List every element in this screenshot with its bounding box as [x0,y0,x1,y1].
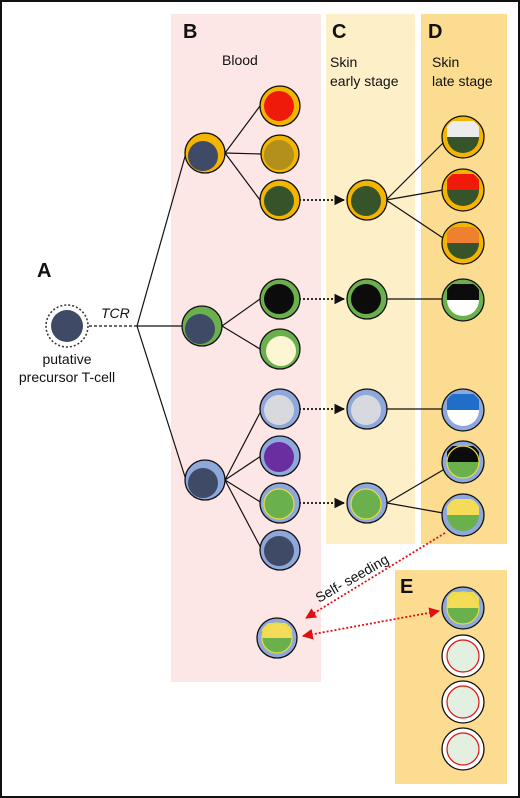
blood-cell-gray-nucleus [259,388,301,430]
blood-orange-parent-cell [184,132,226,174]
skin-early-title-1: Skin [330,54,357,70]
skin-late-cell-yellow-green [441,493,485,537]
skin-early-cell-gray [346,388,388,430]
blood-green-parent-cell [181,305,223,347]
lineage-branches [136,105,444,551]
blood-title: Blood [222,52,258,68]
panel-letter-a: A [37,260,51,282]
skin-late-cell-black-white [441,278,485,322]
precursor-label-1: putative [42,351,91,367]
self-seeding-arrow [305,532,446,619]
precursor-label-2: precursor T-cell [19,369,115,385]
skin-early-cell-light-green [346,482,388,524]
blood-cell-dark-green-orange [259,179,301,221]
skin-late-cell-white-dark-green [441,115,485,159]
blood-cell-blue-gray-nucleus [259,529,301,571]
panel-e-cell-yellow-green [441,586,485,630]
panel-e-empty-cell-1 [441,634,485,678]
skin-late-title-2: late stage [432,73,493,89]
skin-late-cell-black-green [441,440,485,484]
blood-cell-purple-nucleus [259,435,301,477]
skin-late-cell-blue-white [441,388,485,432]
blood-blue-parent-cell [184,459,226,501]
skin-late-title-1: Skin [432,54,459,70]
panel-e-empty-cell-2 [441,680,485,724]
skin-late-cell-orange-dark-green [441,221,485,265]
panel-letter-e: E [400,576,413,598]
blood-cell-light-green-nucleus [259,482,301,524]
recirculating-cell [256,617,298,659]
precursor-cell [45,304,89,348]
blood-cell-black-nucleus [259,278,301,320]
reseeding-double-arrow [301,607,441,640]
skin-early-cell-black [346,278,388,320]
blood-cell-khaki-nucleus [260,134,300,174]
panel-e-empty-cell-3 [441,727,485,771]
panel-letter-d: D [428,21,442,43]
tcr-label: TCR [101,305,130,321]
blood-cell-red-nucleus [259,85,301,127]
panel-letter-c: C [332,21,346,43]
blood-cell-cream-nucleus [259,328,301,370]
skin-early-cell-dark-green [346,179,388,221]
panel-letter-b: B [183,21,197,43]
skin-early-title-2: early stage [330,73,399,89]
migration-arrows [299,194,346,509]
skin-late-cell-red-dark-green [441,168,485,212]
